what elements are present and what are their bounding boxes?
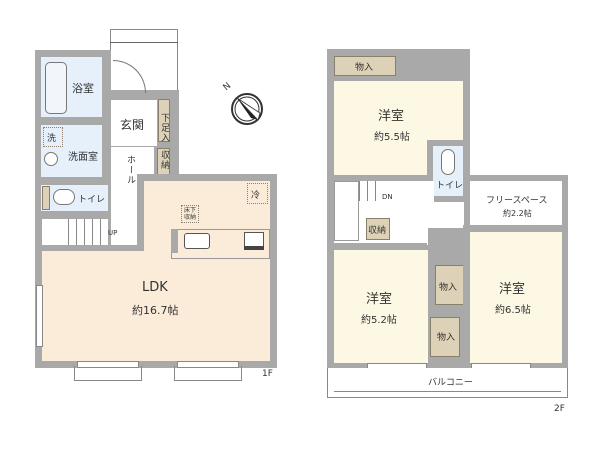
stairs-up-label: UP bbox=[108, 229, 118, 237]
hall-storage-label: 収納 bbox=[159, 150, 169, 170]
compass: N bbox=[220, 80, 270, 130]
stair-tread bbox=[375, 181, 376, 201]
floor-2-plan: 物入 洋室 約5.5帖 トイレ フリースペース 約2.2帖 DN 収納 洋室 約… bbox=[300, 0, 600, 450]
free-space-size: 約2.2帖 bbox=[503, 209, 532, 218]
western-room-c bbox=[470, 232, 562, 363]
ldk-room bbox=[42, 251, 270, 361]
underfloor-storage bbox=[181, 205, 199, 223]
washroom-label: 洗面室 bbox=[68, 152, 98, 163]
stair-tread bbox=[100, 219, 101, 245]
window-ldk-right-sill bbox=[174, 366, 242, 381]
western-room-b-size: 約5.2帖 bbox=[361, 315, 397, 326]
window-ldk-left-sill bbox=[74, 366, 142, 381]
shoe-storage-label: 下足入 bbox=[159, 113, 169, 143]
western-room-b-label: 洋室 bbox=[366, 292, 393, 307]
porch-step-line bbox=[110, 42, 178, 43]
washer-label: 洗 bbox=[47, 134, 57, 144]
free-space bbox=[470, 181, 562, 226]
stove-base bbox=[244, 246, 264, 250]
western-room-b bbox=[334, 250, 428, 363]
kitchen-sink-icon bbox=[184, 233, 210, 249]
toilet-2f-icon bbox=[441, 149, 455, 175]
bathtub-icon bbox=[45, 62, 67, 114]
window-ldk-left bbox=[77, 361, 139, 368]
ldk-label: LDK bbox=[142, 280, 168, 295]
stairs-dn-label: DN bbox=[382, 193, 393, 201]
stair-tread bbox=[84, 219, 85, 245]
floor-1-plan: 浴室 洗 洗面室 トイレ 玄関 下足入 ホール 収納 UP 冷 床下収納 LDK bbox=[35, 29, 277, 381]
hall-label: ホール bbox=[125, 155, 135, 185]
balcony-label: バルコニー bbox=[428, 378, 473, 388]
stairs-1f[interactable] bbox=[42, 219, 108, 245]
ldk-size-label: 約16.7帖 bbox=[132, 304, 179, 317]
closet-low bbox=[430, 317, 460, 357]
stair-tread bbox=[92, 219, 93, 245]
fridge-space bbox=[247, 183, 268, 204]
bath-label: 浴室 bbox=[72, 82, 94, 95]
balcony-rail bbox=[334, 391, 561, 392]
western-room-c-label: 洋室 bbox=[499, 282, 526, 297]
washroom bbox=[41, 125, 102, 177]
stair-tread bbox=[68, 219, 69, 245]
storage-2f bbox=[366, 218, 390, 240]
underfloor-storage-label: 床下収納 bbox=[183, 207, 196, 221]
free-space-label: フリースペース bbox=[486, 196, 548, 206]
compass-icon bbox=[231, 93, 263, 125]
entrance-area bbox=[111, 100, 157, 146]
floor-1-label: 1F bbox=[262, 369, 273, 379]
window-ldk-right bbox=[177, 361, 239, 368]
toilet-1f-label: トイレ bbox=[78, 195, 106, 205]
toilet-2f-label: トイレ bbox=[436, 181, 464, 191]
closet-low-label: 物入 bbox=[437, 333, 456, 343]
stair-tread bbox=[359, 181, 360, 201]
balcony bbox=[327, 368, 568, 398]
closet-mid-label: 物入 bbox=[439, 283, 458, 293]
entrance-label: 玄関 bbox=[120, 118, 145, 132]
closet-top bbox=[334, 56, 396, 76]
counter-side-wall bbox=[171, 229, 178, 253]
washer-space bbox=[43, 127, 63, 147]
floor-2-label: 2F bbox=[554, 404, 565, 414]
sink-icon bbox=[44, 152, 58, 166]
western-room-a-label: 洋室 bbox=[378, 109, 405, 124]
closet-top-label: 物入 bbox=[355, 63, 374, 73]
window-ldk-west bbox=[36, 285, 43, 347]
western-room-c-size: 約6.5帖 bbox=[495, 305, 531, 316]
stairs-2f[interactable] bbox=[334, 181, 359, 241]
toilet-icon bbox=[53, 189, 75, 205]
toilet-shelf bbox=[42, 186, 50, 210]
stair-tread bbox=[367, 181, 368, 201]
western-room-a-size: 約5.5帖 bbox=[374, 132, 410, 143]
fridge-label: 冷 bbox=[251, 191, 261, 201]
stair-tread bbox=[76, 219, 77, 245]
shoe-storage bbox=[158, 99, 170, 142]
storage-2f-label: 収納 bbox=[368, 226, 387, 236]
